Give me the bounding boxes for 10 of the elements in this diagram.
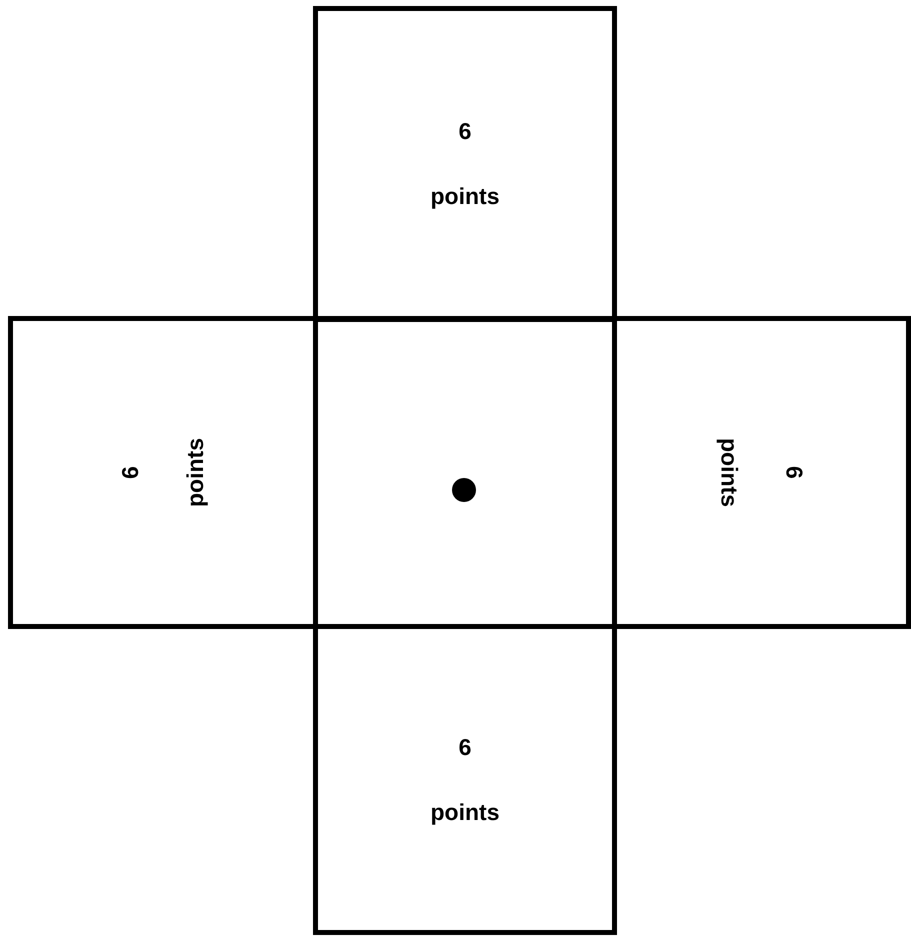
square-label: points <box>430 798 500 826</box>
square-label: 6 <box>117 466 144 479</box>
board-square <box>313 6 617 322</box>
square-label: points <box>430 183 500 210</box>
square-label: points <box>716 438 742 507</box>
square-label: 6 <box>458 734 472 760</box>
square-label: points <box>182 438 209 507</box>
square-label: 6 <box>780 466 808 479</box>
square-label: 6 <box>458 118 472 145</box>
center-dot <box>452 478 476 502</box>
